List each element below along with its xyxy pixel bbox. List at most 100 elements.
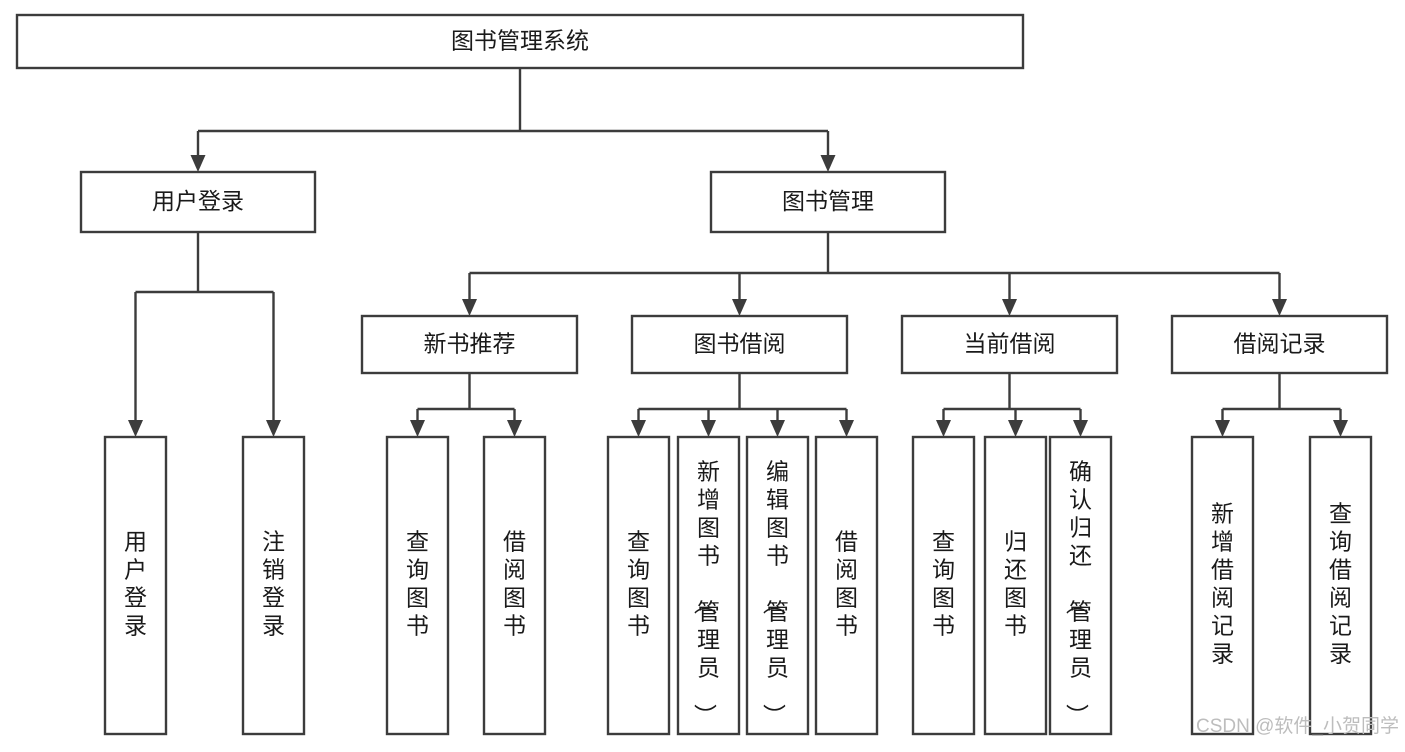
- label-char: 阅: [835, 557, 858, 583]
- node-leaf-user-login[interactable]: 用户登录: [103, 435, 168, 736]
- node-leaf-query-book-1[interactable]: 查询图书: [385, 435, 450, 736]
- label-char: 查: [406, 529, 429, 555]
- node-leaf-add-record[interactable]: 新增借阅记录: [1190, 435, 1255, 736]
- node-box-leaf-query-book-1: [385, 435, 450, 736]
- node-label-leaf-borrow-book-2: 借阅图书: [835, 529, 858, 639]
- node-leaf-query-book-2[interactable]: 查询图书: [606, 435, 671, 736]
- label-char: 认: [1069, 487, 1092, 513]
- node-box-leaf-user-login: [103, 435, 168, 736]
- node-label-leaf-add-record: 新增借阅记录: [1211, 501, 1234, 667]
- label-char: 员: [697, 655, 720, 681]
- label-char: 用: [124, 529, 147, 555]
- label-char: 借: [503, 529, 526, 555]
- label-char: 书: [503, 613, 526, 639]
- watermark-label: CSDN @软件_小贺同学: [1196, 715, 1399, 737]
- current-borrow-to-leaves-arrow-2: [1073, 420, 1088, 437]
- node-new-book-recommend[interactable]: 新书推荐: [360, 314, 579, 375]
- l2-to-l3-arrow-0: [462, 299, 477, 316]
- node-label-leaf-query-book-2: 查询图书: [627, 529, 650, 639]
- label-char: 询: [406, 557, 429, 583]
- node-book-management[interactable]: 图书管理: [709, 170, 947, 234]
- label-char: 确: [1069, 459, 1092, 485]
- label-char: 询: [1329, 529, 1352, 555]
- label-char: 管: [697, 599, 720, 625]
- label-char: 借: [835, 529, 858, 555]
- node-label-current-borrow: 当前借阅: [964, 331, 1056, 357]
- node-label-new-book-recommend: 新书推荐: [424, 331, 516, 357]
- label-char: 图: [835, 585, 858, 611]
- node-leaf-confirm-return[interactable]: 确认归还（管理员）: [1048, 435, 1113, 736]
- label-char: 理: [697, 627, 720, 653]
- label-char: 归: [1004, 529, 1027, 555]
- node-borrow-record[interactable]: 借阅记录: [1170, 314, 1389, 375]
- node-leaf-return-book[interactable]: 归还图书: [983, 435, 1048, 736]
- l2-to-l3-arrow-3: [1272, 299, 1287, 316]
- node-label-leaf-query-record: 查询借阅记录: [1329, 501, 1352, 667]
- label-char: 图: [766, 515, 789, 541]
- label-char: （: [761, 592, 787, 615]
- label-char: 录: [124, 613, 147, 639]
- node-box-leaf-return-book: [983, 435, 1048, 736]
- node-leaf-query-book-3[interactable]: 查询图书: [911, 435, 976, 736]
- new-book-recommend-to-leaves-arrow-1: [507, 420, 522, 437]
- label-char: 录: [262, 613, 285, 639]
- node-leaf-logout[interactable]: 注销登录: [241, 435, 306, 736]
- user-login-to-leaves-arrow-0: [128, 420, 143, 437]
- label-char: 书: [932, 613, 955, 639]
- label-char: 登: [262, 585, 285, 611]
- node-leaf-edit-book[interactable]: 编辑图书（管理员）: [745, 435, 810, 736]
- label-char: 管: [1069, 599, 1092, 625]
- node-box-book-borrow: [630, 314, 849, 375]
- node-label-user-login: 用户登录: [152, 188, 244, 214]
- label-char: 询: [627, 557, 650, 583]
- label-char: 借: [1329, 557, 1352, 583]
- node-book-borrow[interactable]: 图书借阅: [630, 314, 849, 375]
- l2-to-l3-arrow-1: [732, 299, 747, 316]
- borrow-record-to-leaves-arrow-0: [1215, 420, 1230, 437]
- label-char: 新: [697, 459, 720, 485]
- nodes-layer: 图书管理系统用户登录图书管理新书推荐图书借阅当前借阅借阅记录用户登录注销登录查询…: [15, 13, 1389, 736]
- node-label-book-management: 图书管理: [782, 188, 874, 214]
- label-char: 户: [124, 557, 147, 583]
- node-leaf-borrow-book-1[interactable]: 借阅图书: [482, 435, 547, 736]
- label-char: 编: [766, 459, 789, 485]
- l2-to-l3-arrow-2: [1002, 299, 1017, 316]
- node-box-book-management: [709, 170, 947, 234]
- label-char: 图: [697, 515, 720, 541]
- label-char: 书: [697, 543, 720, 569]
- label-char: 录: [1211, 641, 1234, 667]
- label-char: 理: [1069, 627, 1092, 653]
- label-char: 阅: [503, 557, 526, 583]
- label-char: ）: [692, 704, 718, 727]
- label-char: 注: [262, 529, 285, 555]
- label-char: 书: [835, 613, 858, 639]
- node-label-leaf-add-book: 新增图书（管理员）: [692, 459, 720, 727]
- label-char: 新: [1211, 501, 1234, 527]
- node-leaf-add-book[interactable]: 新增图书（管理员）: [676, 435, 741, 736]
- label-char: 书: [406, 613, 429, 639]
- node-root[interactable]: 图书管理系统: [15, 13, 1025, 70]
- label-char: ）: [761, 704, 787, 727]
- node-leaf-query-record[interactable]: 查询借阅记录: [1308, 435, 1373, 736]
- node-leaf-borrow-book-2[interactable]: 借阅图书: [814, 435, 879, 736]
- label-char: 图: [503, 585, 526, 611]
- label-char: 记: [1211, 613, 1234, 639]
- node-label-borrow-record: 借阅记录: [1234, 331, 1326, 357]
- label-char: 图: [1004, 585, 1027, 611]
- node-box-root: [15, 13, 1025, 70]
- label-char: 记: [1329, 613, 1352, 639]
- book-borrow-to-leaves-arrow-2: [770, 420, 785, 437]
- node-label-leaf-return-book: 归还图书: [1004, 529, 1027, 639]
- node-box-leaf-borrow-book-1: [482, 435, 547, 736]
- node-user-login[interactable]: 用户登录: [79, 170, 317, 234]
- label-char: 图: [932, 585, 955, 611]
- book-borrow-to-leaves-arrow-0: [631, 420, 646, 437]
- label-char: 员: [766, 655, 789, 681]
- node-label-leaf-query-book-1: 查询图书: [406, 529, 429, 639]
- node-current-borrow[interactable]: 当前借阅: [900, 314, 1119, 375]
- label-char: 书: [1004, 613, 1027, 639]
- book-borrow-to-leaves-arrow-1: [701, 420, 716, 437]
- node-box-leaf-add-book: [676, 435, 741, 736]
- node-label-leaf-borrow-book-1: 借阅图书: [503, 529, 526, 639]
- current-borrow-to-leaves-arrow-0: [936, 420, 951, 437]
